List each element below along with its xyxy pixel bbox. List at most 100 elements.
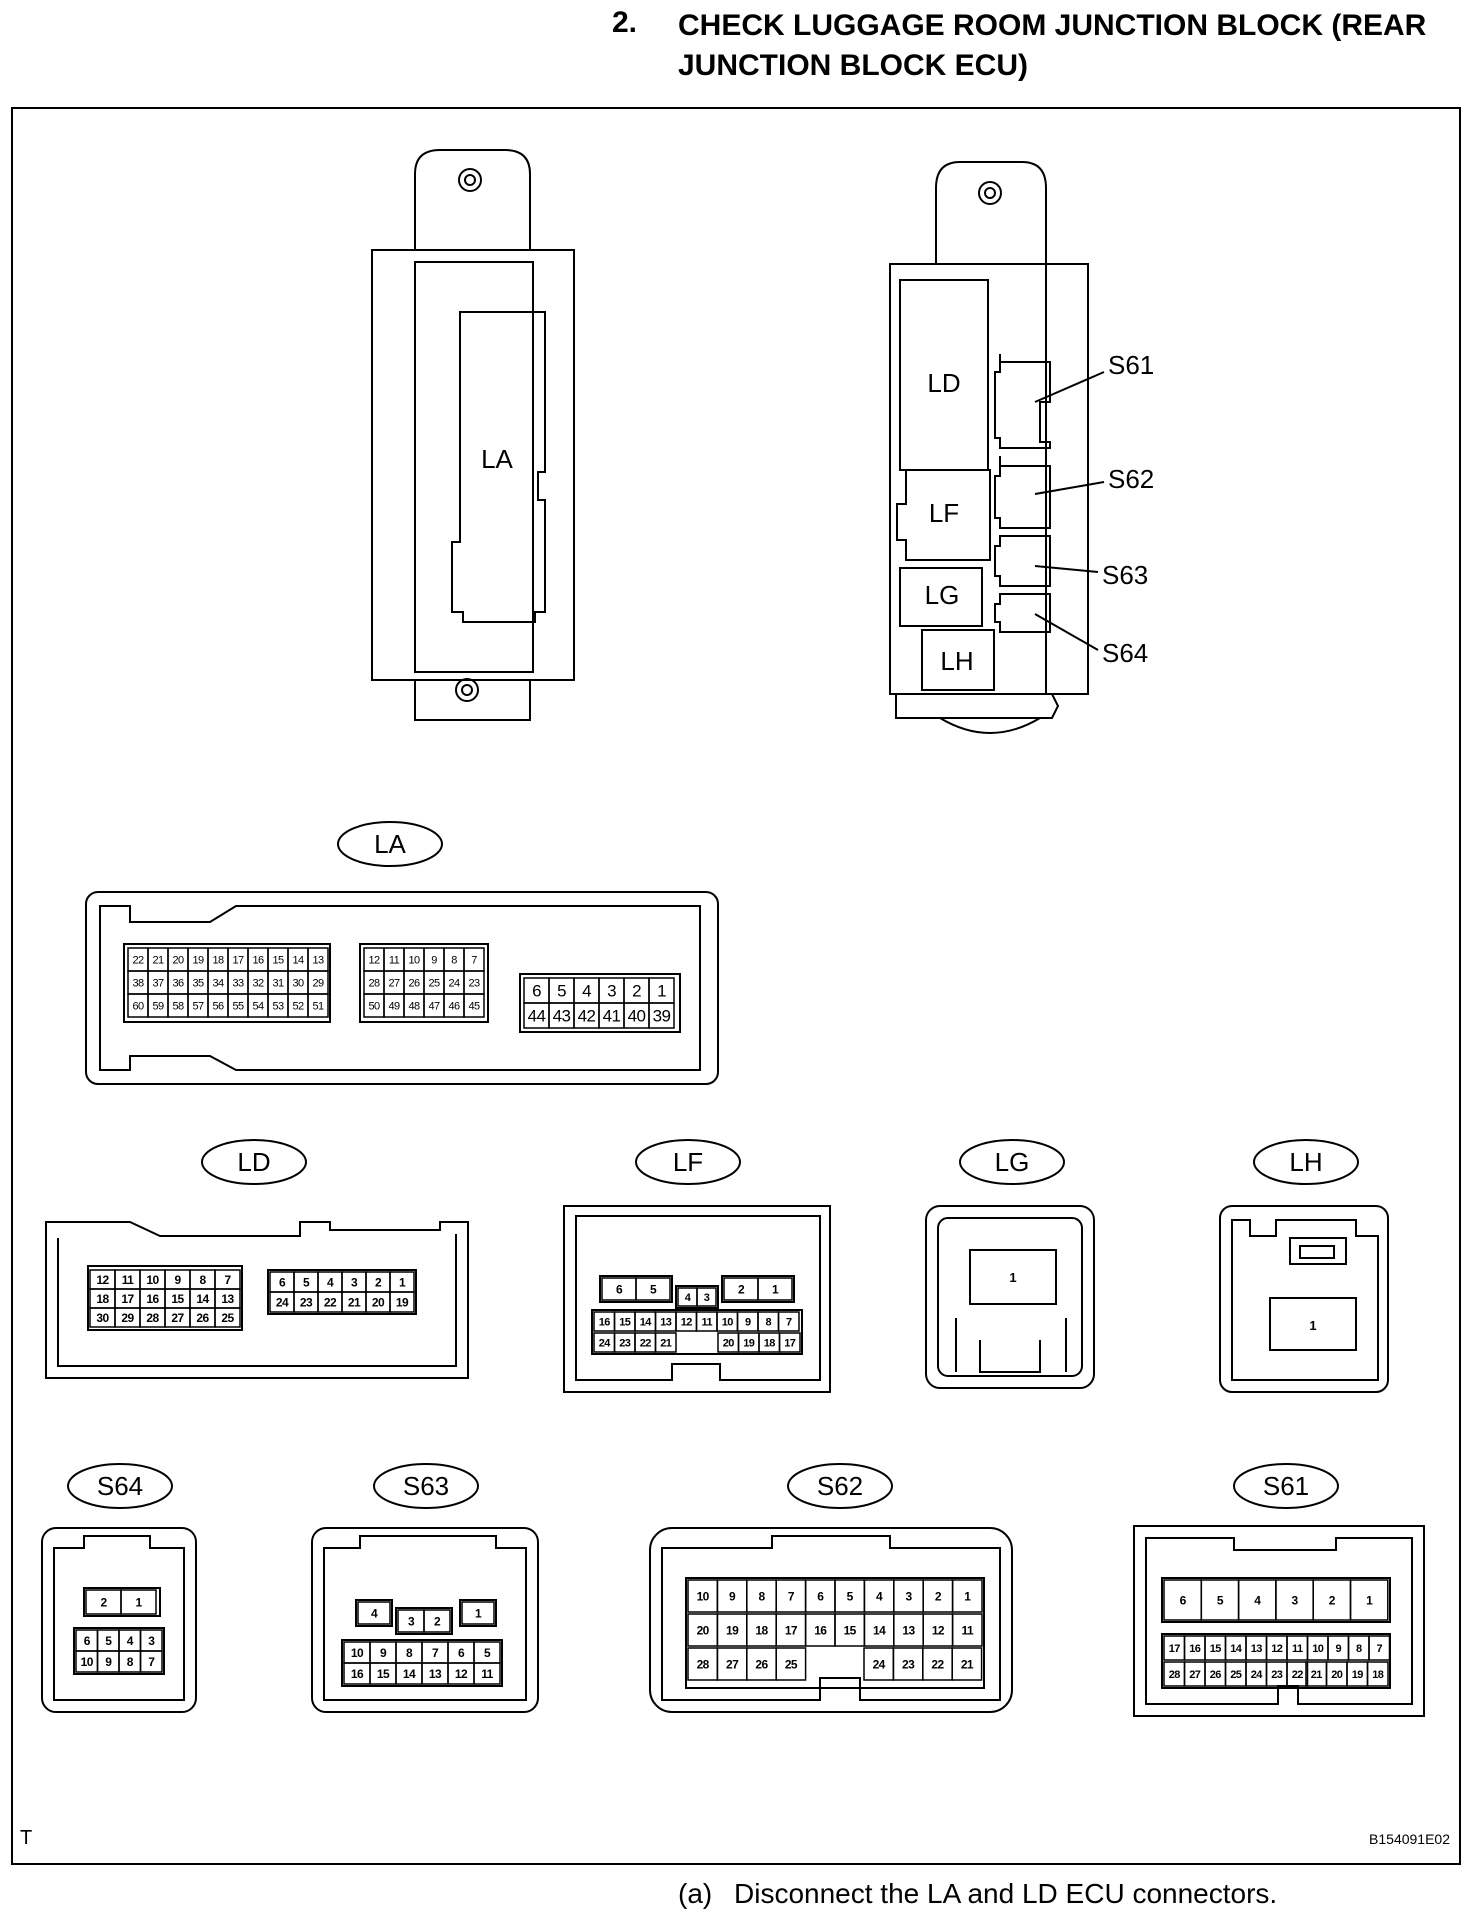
la-pin-37: 37 xyxy=(147,970,169,995)
ld-pin-3: 3 xyxy=(341,1271,367,1293)
s62-pin-12: 12 xyxy=(922,1613,954,1647)
s61-pin-26: 26 xyxy=(1204,1661,1227,1687)
svg-text:5: 5 xyxy=(650,1282,657,1296)
svg-text:3: 3 xyxy=(905,1589,912,1603)
svg-text:2: 2 xyxy=(1329,1593,1336,1607)
la-pin-41: 41 xyxy=(598,1002,625,1029)
ld-pin-14: 14 xyxy=(189,1288,216,1309)
la-pin-45: 45 xyxy=(463,993,485,1018)
svg-text:21: 21 xyxy=(152,954,164,966)
s64-connector-face xyxy=(41,1463,197,1713)
svg-text:6: 6 xyxy=(817,1589,824,1603)
svg-text:51: 51 xyxy=(312,1000,324,1012)
s61-socket xyxy=(994,354,1051,449)
diagram-frame xyxy=(11,107,1461,1865)
svg-text:9: 9 xyxy=(431,954,437,966)
la-connector-label-oval xyxy=(337,821,443,867)
la-pin-43: 43 xyxy=(548,1002,575,1029)
la-block-label: LA xyxy=(481,444,513,474)
svg-text:7: 7 xyxy=(786,1316,792,1328)
la-pin-30: 30 xyxy=(287,970,309,995)
svg-text:22: 22 xyxy=(324,1295,337,1309)
svg-text:12: 12 xyxy=(368,954,380,966)
s62-pin-6: 6 xyxy=(804,1579,836,1613)
svg-text:7: 7 xyxy=(471,954,477,966)
svg-text:48: 48 xyxy=(408,1000,420,1012)
s61-pin-21: 21 xyxy=(1305,1661,1328,1687)
la-pin-5: 5 xyxy=(548,977,575,1004)
s64-socket xyxy=(994,593,1051,633)
svg-text:7: 7 xyxy=(788,1589,795,1603)
s62-pin-8: 8 xyxy=(746,1579,777,1613)
lf-pin-24: 24 xyxy=(593,1332,616,1353)
svg-text:59: 59 xyxy=(152,1000,164,1012)
ld-pin-16: 16 xyxy=(139,1288,166,1309)
svg-text:22: 22 xyxy=(1292,1669,1304,1681)
svg-text:12: 12 xyxy=(96,1273,109,1287)
svg-text:54: 54 xyxy=(252,1000,264,1012)
svg-text:27: 27 xyxy=(171,1311,184,1325)
svg-text:4: 4 xyxy=(1254,1593,1261,1607)
la-pin-40: 40 xyxy=(623,1002,650,1029)
svg-text:21: 21 xyxy=(961,1657,974,1671)
la-pin-33: 33 xyxy=(227,970,249,995)
svg-text:17: 17 xyxy=(784,1337,796,1349)
svg-text:13: 13 xyxy=(429,1667,442,1681)
svg-text:4: 4 xyxy=(876,1589,883,1603)
s63-pin-16: 16 xyxy=(343,1662,371,1685)
svg-text:18: 18 xyxy=(764,1337,776,1349)
lf-pin-9: 9 xyxy=(736,1311,759,1332)
svg-text:32: 32 xyxy=(252,977,264,989)
svg-text:12: 12 xyxy=(1271,1643,1283,1655)
step-title-line-2: JUNCTION BLOCK ECU) xyxy=(678,49,1028,82)
s61-pin-2: 2 xyxy=(1312,1579,1352,1621)
step-number: 2. xyxy=(612,6,638,39)
svg-text:23: 23 xyxy=(468,977,480,989)
la-pin-27: 27 xyxy=(383,970,405,995)
svg-text:11: 11 xyxy=(122,1273,134,1287)
s62-pin-23: 23 xyxy=(892,1647,924,1681)
la-pin-3: 3 xyxy=(598,977,625,1004)
s61-pin-25: 25 xyxy=(1224,1661,1247,1687)
la-pin-46: 46 xyxy=(443,993,465,1018)
s61-pin-24: 24 xyxy=(1245,1661,1268,1687)
s62-pin-2: 2 xyxy=(922,1579,954,1613)
s62-pin-27: 27 xyxy=(716,1647,748,1681)
la-pin-38: 38 xyxy=(127,970,149,995)
s61-pin-14: 14 xyxy=(1224,1635,1247,1661)
svg-text:13: 13 xyxy=(221,1292,234,1306)
la-pin-57: 57 xyxy=(187,993,209,1018)
svg-text:6: 6 xyxy=(1180,1593,1187,1607)
svg-text:24: 24 xyxy=(1251,1669,1264,1681)
ld-pin-1: 1 xyxy=(389,1271,415,1293)
s62-pin-7: 7 xyxy=(775,1579,807,1613)
svg-text:12: 12 xyxy=(932,1623,945,1637)
la-pin-24: 24 xyxy=(443,970,465,995)
la-pin-29: 29 xyxy=(307,970,329,995)
s61-pin-4: 4 xyxy=(1237,1579,1277,1621)
svg-text:31: 31 xyxy=(272,977,284,989)
la-connector-face xyxy=(85,821,719,1085)
svg-text:25: 25 xyxy=(428,977,440,989)
svg-text:24: 24 xyxy=(873,1657,886,1671)
svg-text:24: 24 xyxy=(276,1295,289,1309)
s61-callout: S61 xyxy=(1108,350,1154,380)
s63-connector-name: S63 xyxy=(403,1471,449,1501)
la-pin-15: 15 xyxy=(267,947,289,972)
svg-text:30: 30 xyxy=(292,977,304,989)
svg-text:35: 35 xyxy=(192,977,204,989)
la-pin-35: 35 xyxy=(187,970,209,995)
ld-pin-11: 11 xyxy=(114,1269,141,1290)
svg-text:26: 26 xyxy=(1210,1669,1222,1681)
svg-text:1: 1 xyxy=(657,982,666,1001)
s62-pin-14: 14 xyxy=(863,1613,895,1647)
svg-text:10: 10 xyxy=(81,1655,94,1669)
svg-text:7: 7 xyxy=(432,1646,439,1660)
svg-text:14: 14 xyxy=(873,1623,886,1637)
svg-text:18: 18 xyxy=(212,954,224,966)
svg-text:29: 29 xyxy=(312,977,324,989)
la-pin-44: 44 xyxy=(523,1002,550,1029)
svg-text:20: 20 xyxy=(697,1623,710,1637)
s61-pin-7: 7 xyxy=(1368,1635,1391,1661)
